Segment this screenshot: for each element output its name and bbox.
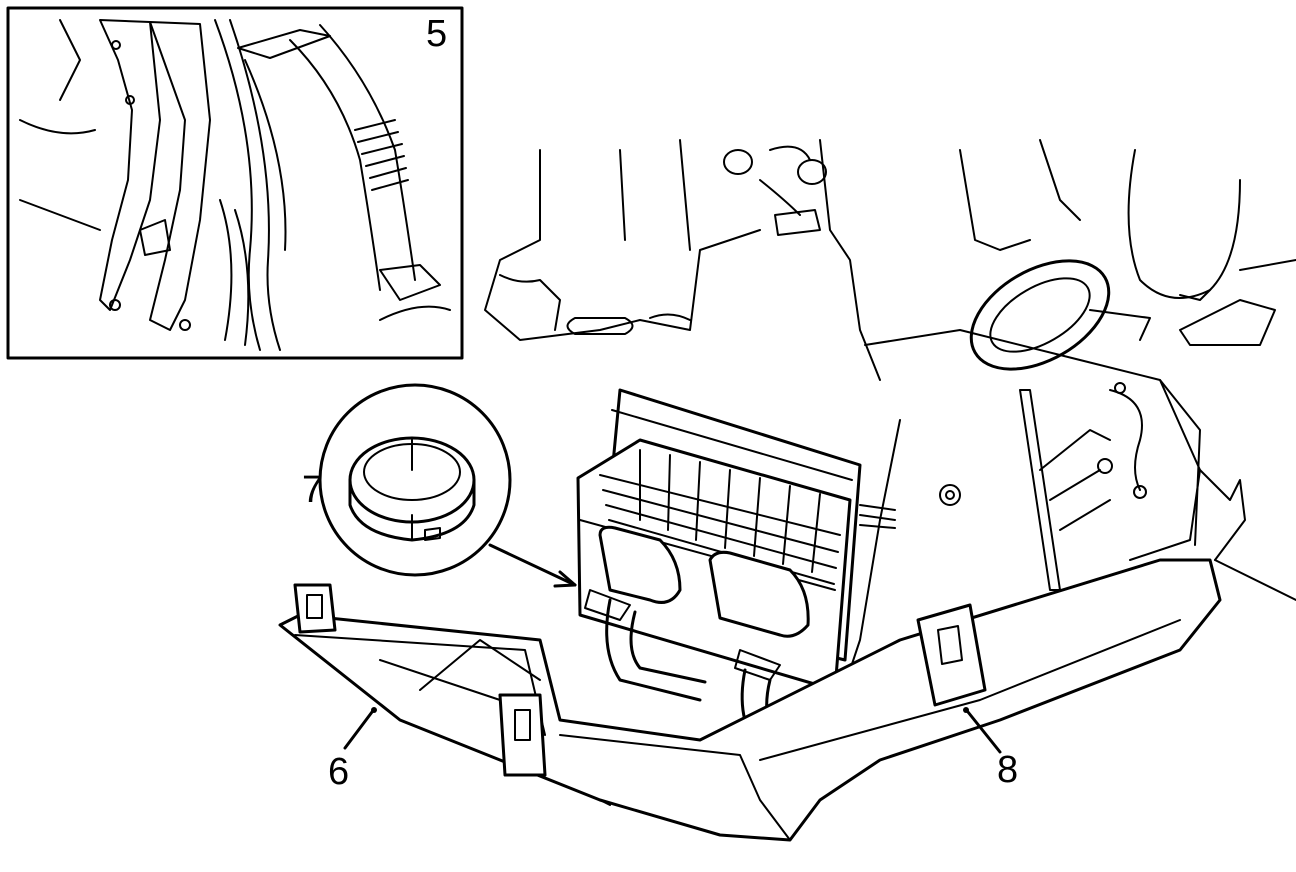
dashboard-structure	[484, 139, 1296, 381]
inset-number: 5	[426, 13, 447, 55]
callout-7: 7	[302, 469, 323, 511]
leader-line-6	[343, 710, 374, 750]
callout-8: 8	[997, 749, 1018, 791]
inset-detail-5: 5	[6, 6, 464, 360]
heater-core	[576, 388, 862, 752]
leader-dot-8	[963, 707, 969, 713]
leader-dot-6	[371, 707, 377, 713]
seal-ring-detail	[318, 383, 577, 588]
lower-housing	[278, 469, 1296, 842]
heater-box	[839, 329, 1201, 701]
core-grid	[599, 449, 841, 585]
leader-line-8	[966, 710, 1002, 754]
callout-6: 6	[328, 751, 349, 793]
